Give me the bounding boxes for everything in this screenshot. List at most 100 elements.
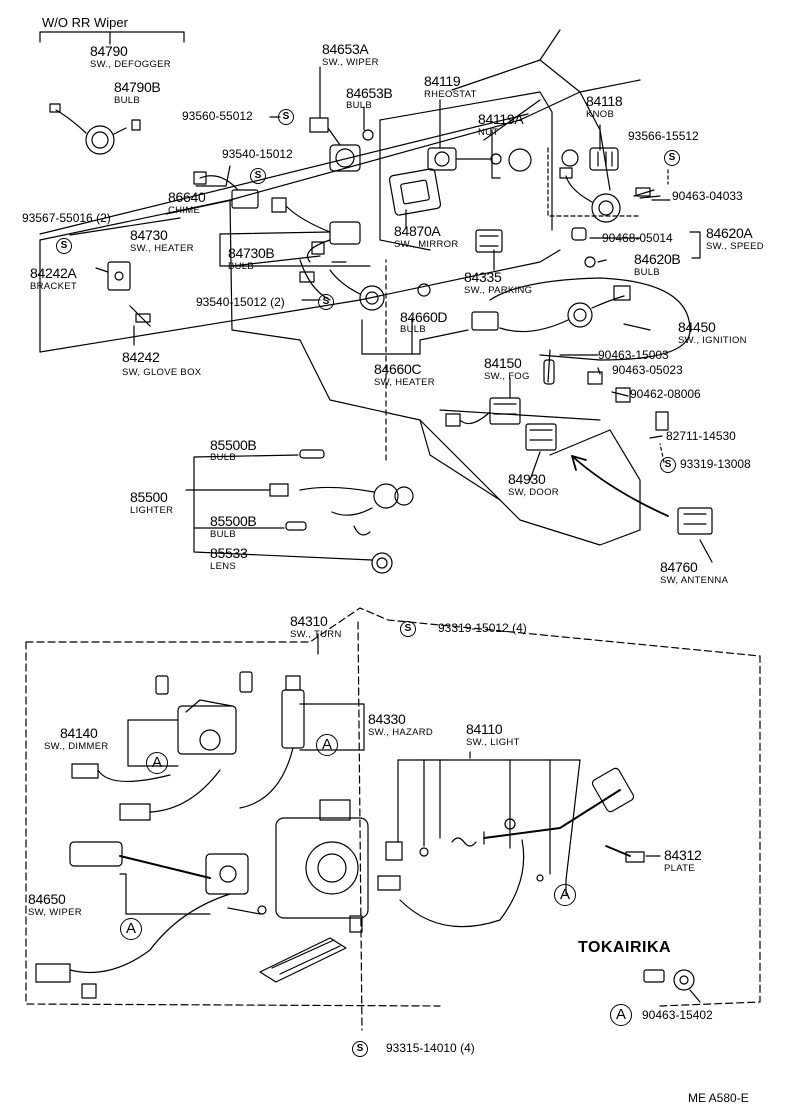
part-number-84119a: 84119A: [478, 111, 524, 127]
wiper-lever-drawing: [35, 841, 267, 999]
part-number-84330: 84330: [368, 711, 406, 727]
fog-door-switch-drawing: [445, 397, 557, 451]
key-drawing: [643, 969, 701, 1003]
part-desc-84730b: BULB: [228, 261, 255, 272]
part-number-84242a: 84242A: [30, 265, 77, 281]
part-number-84790b: 84790B: [114, 79, 161, 95]
part-number-84650: 84650: [28, 891, 66, 907]
part-desc-84760: SW, ANTENNA: [660, 575, 729, 586]
part-number-84150: 84150: [484, 355, 522, 371]
a-mark-key: A: [610, 1004, 632, 1026]
part-number-86640: 86640: [168, 189, 206, 205]
part-number-85500: 85500: [130, 489, 168, 505]
header-bracket: [39, 31, 185, 43]
part-desc-84653a: SW., WIPER: [322, 57, 379, 68]
part-desc-84790b: BULB: [114, 95, 141, 106]
part-number-84335: 84335: [464, 269, 502, 285]
s-mark-93319-13008: S: [660, 457, 676, 473]
s-mark-93540: S: [250, 168, 266, 184]
part-desc-84653b: BULB: [346, 100, 373, 111]
instrument-panel-outline: [39, 29, 691, 546]
part-desc-84660d: BULB: [400, 324, 427, 335]
part-number-84312: 84312: [664, 847, 702, 863]
connector-drawing: [259, 937, 347, 983]
part-desc-84660c: SW, HEATER: [374, 377, 435, 388]
part-desc-84330: SW., HAZARD: [368, 727, 434, 738]
mirror-switch-drawing: [388, 168, 442, 216]
hardware-93540-15012: 93540-15012: [222, 147, 293, 161]
part-desc-84790: SW., DEFOGGER: [90, 59, 171, 70]
tokairika-label: TOKAIRIKA: [578, 939, 672, 956]
header-wo-rr-wiper: W/O RR Wiper: [42, 15, 128, 30]
parking-switch-drawing: [475, 229, 503, 253]
part-desc-84730: SW., HEATER: [130, 243, 194, 254]
chime-drawing: [193, 171, 287, 213]
s-mark-93560: S: [278, 109, 294, 125]
part-desc-84870a: SW., MIRROR: [394, 239, 459, 250]
light-switch-leaders: [397, 751, 581, 881]
hardware-93567-55016: 93567-55016 (2): [22, 211, 111, 225]
part-desc-84119: RHEOSTAT: [424, 89, 477, 100]
hardware-93540-15012-2: 93540-15012 (2): [196, 295, 285, 309]
part-desc-84150: SW., FOG: [484, 371, 530, 382]
glovebox-switch-drawing: [107, 261, 151, 327]
part-desc-84140: SW., DIMMER: [44, 741, 109, 752]
part-number-84660c: 84660C: [374, 361, 422, 377]
hardware-93319-13008: 93319-13008: [680, 457, 751, 471]
part-number-84930: 84930: [508, 471, 546, 487]
lighter-drawing: [269, 449, 414, 574]
hardware-93315-14010: 93315-14010 (4): [386, 1041, 475, 1055]
hardware-90463-04033: 90463-04033: [672, 189, 743, 203]
a-mark-dimmer: A: [146, 752, 168, 774]
hardware-90463-15402: 90463-15402: [642, 1008, 713, 1022]
part-desc-84930: SW, DOOR: [508, 487, 559, 498]
hardware-90463-15003: 90463-15003: [598, 348, 669, 362]
plate-screw-drawing: [605, 845, 645, 863]
part-number-84110: 84110: [466, 721, 503, 737]
part-desc-84242a: BRACKET: [30, 281, 77, 292]
footer-code: ME A580-E: [688, 1091, 749, 1105]
a-mark-hazard: A: [316, 734, 338, 756]
s-mark-93566: S: [664, 150, 680, 166]
part-desc-85533: LENS: [210, 561, 237, 572]
switch-body-drawing: [275, 799, 369, 933]
part-number-84140: 84140: [60, 725, 98, 741]
wiper-switch-drawing: [309, 117, 374, 172]
part-number-84118: 84118: [586, 93, 623, 109]
leader-lines-upper: [69, 66, 713, 563]
turn-switch-dashed-box: [25, 607, 761, 1007]
part-desc-84450: SW., IGNITION: [678, 335, 747, 346]
hardware-90462-08006: 90462-08006: [630, 387, 701, 401]
part-desc-84110: SW., LIGHT: [466, 737, 520, 748]
heater-bulb-drawing: [299, 261, 431, 311]
part-desc-84620b: BULB: [634, 267, 661, 278]
dimmer-switch-drawing: [71, 671, 253, 821]
part-desc-86640: CHIME: [168, 205, 201, 216]
part-number-84620a: 84620A: [706, 225, 753, 241]
part-number-84653a: 84653A: [322, 41, 369, 57]
part-desc-84335: SW., PARKING: [464, 285, 533, 296]
hardware-82711-14530: 82711-14530: [666, 429, 736, 443]
defogger-switch-drawing: [49, 103, 141, 155]
part-number-85533: 85533: [210, 545, 248, 561]
hardware-93319-15012: 93319-15012 (4): [438, 621, 527, 635]
part-desc-84312: PLATE: [664, 863, 695, 874]
part-desc-84310: SW., TURN: [290, 629, 342, 640]
part-number-85500b-2: 85500B: [210, 513, 257, 529]
hazard-switch-drawing: [239, 675, 305, 809]
knob-drawing: [561, 147, 619, 171]
part-desc-84119a: NUT: [478, 127, 499, 138]
part-number-84870a: 84870A: [394, 223, 441, 239]
speed-switch-drawing: [559, 167, 655, 268]
lighter-bracket: [193, 454, 373, 561]
s-mark-93540-2: S: [318, 294, 334, 310]
part-number-84760: 84760: [660, 559, 698, 575]
s-mark-93567: S: [56, 238, 72, 254]
part-number-85500b-1: 85500B: [210, 437, 257, 453]
s-mark-93319-15012: S: [400, 621, 416, 637]
ignition-switch-drawing: [471, 285, 669, 431]
part-desc-85500b-1: BULB: [210, 452, 237, 463]
part-number-84730: 84730: [130, 227, 168, 243]
